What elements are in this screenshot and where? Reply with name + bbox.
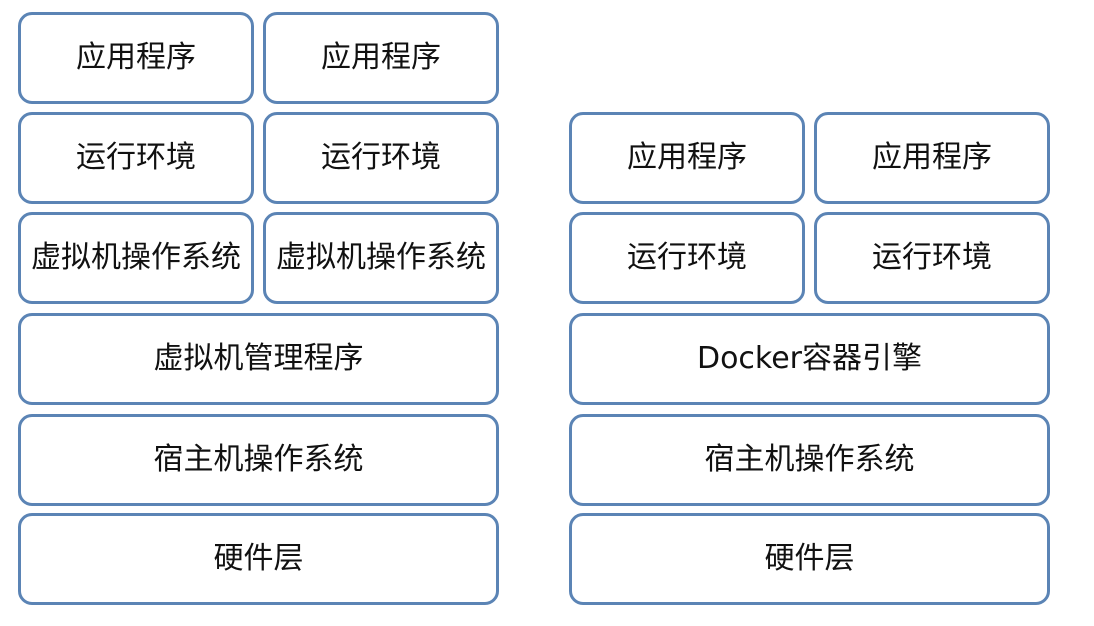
vm-hypervisor-label: 虚拟机管理程序 (153, 341, 364, 376)
docker-app-box-2: 应用程序 (814, 112, 1050, 204)
vm-runtime-box-2: 运行环境 (263, 112, 499, 204)
vm-app-label-2: 应用程序 (321, 40, 441, 75)
vm-host-os-label: 宿主机操作系统 (153, 442, 364, 477)
vm-hardware-label: 硬件层 (213, 541, 304, 576)
vm-guest-os-box-2: 虚拟机操作系统 (263, 212, 499, 304)
vm-app-box-1: 应用程序 (18, 12, 254, 104)
docker-runtime-label-2: 运行环境 (872, 240, 992, 275)
vm-runtime-box-1: 运行环境 (18, 112, 254, 204)
vm-hardware-box: 硬件层 (18, 513, 499, 605)
docker-runtime-box-2: 运行环境 (814, 212, 1050, 304)
vm-runtime-label-2: 运行环境 (321, 140, 441, 175)
vm-app-label-1: 应用程序 (76, 40, 196, 75)
vm-app-box-2: 应用程序 (263, 12, 499, 104)
docker-app-label-1: 应用程序 (627, 140, 747, 175)
vm-guest-os-box-1: 虚拟机操作系统 (18, 212, 254, 304)
docker-hardware-label: 硬件层 (764, 541, 855, 576)
docker-engine-box: Docker容器引擎 (569, 313, 1050, 405)
docker-hardware-box: 硬件层 (569, 513, 1050, 605)
docker-runtime-box-1: 运行环境 (569, 212, 805, 304)
vm-guest-os-label-2: 虚拟机操作系统 (276, 240, 486, 275)
docker-host-os-box: 宿主机操作系统 (569, 414, 1050, 506)
vm-hypervisor-box: 虚拟机管理程序 (18, 313, 499, 405)
docker-runtime-label-1: 运行环境 (627, 240, 747, 275)
vm-guest-os-label-1: 虚拟机操作系统 (31, 240, 241, 275)
docker-app-box-1: 应用程序 (569, 112, 805, 204)
docker-app-label-2: 应用程序 (872, 140, 992, 175)
docker-engine-label: Docker容器引擎 (696, 341, 923, 376)
vm-host-os-box: 宿主机操作系统 (18, 414, 499, 506)
docker-host-os-label: 宿主机操作系统 (704, 442, 915, 477)
vm-runtime-label-1: 运行环境 (76, 140, 196, 175)
